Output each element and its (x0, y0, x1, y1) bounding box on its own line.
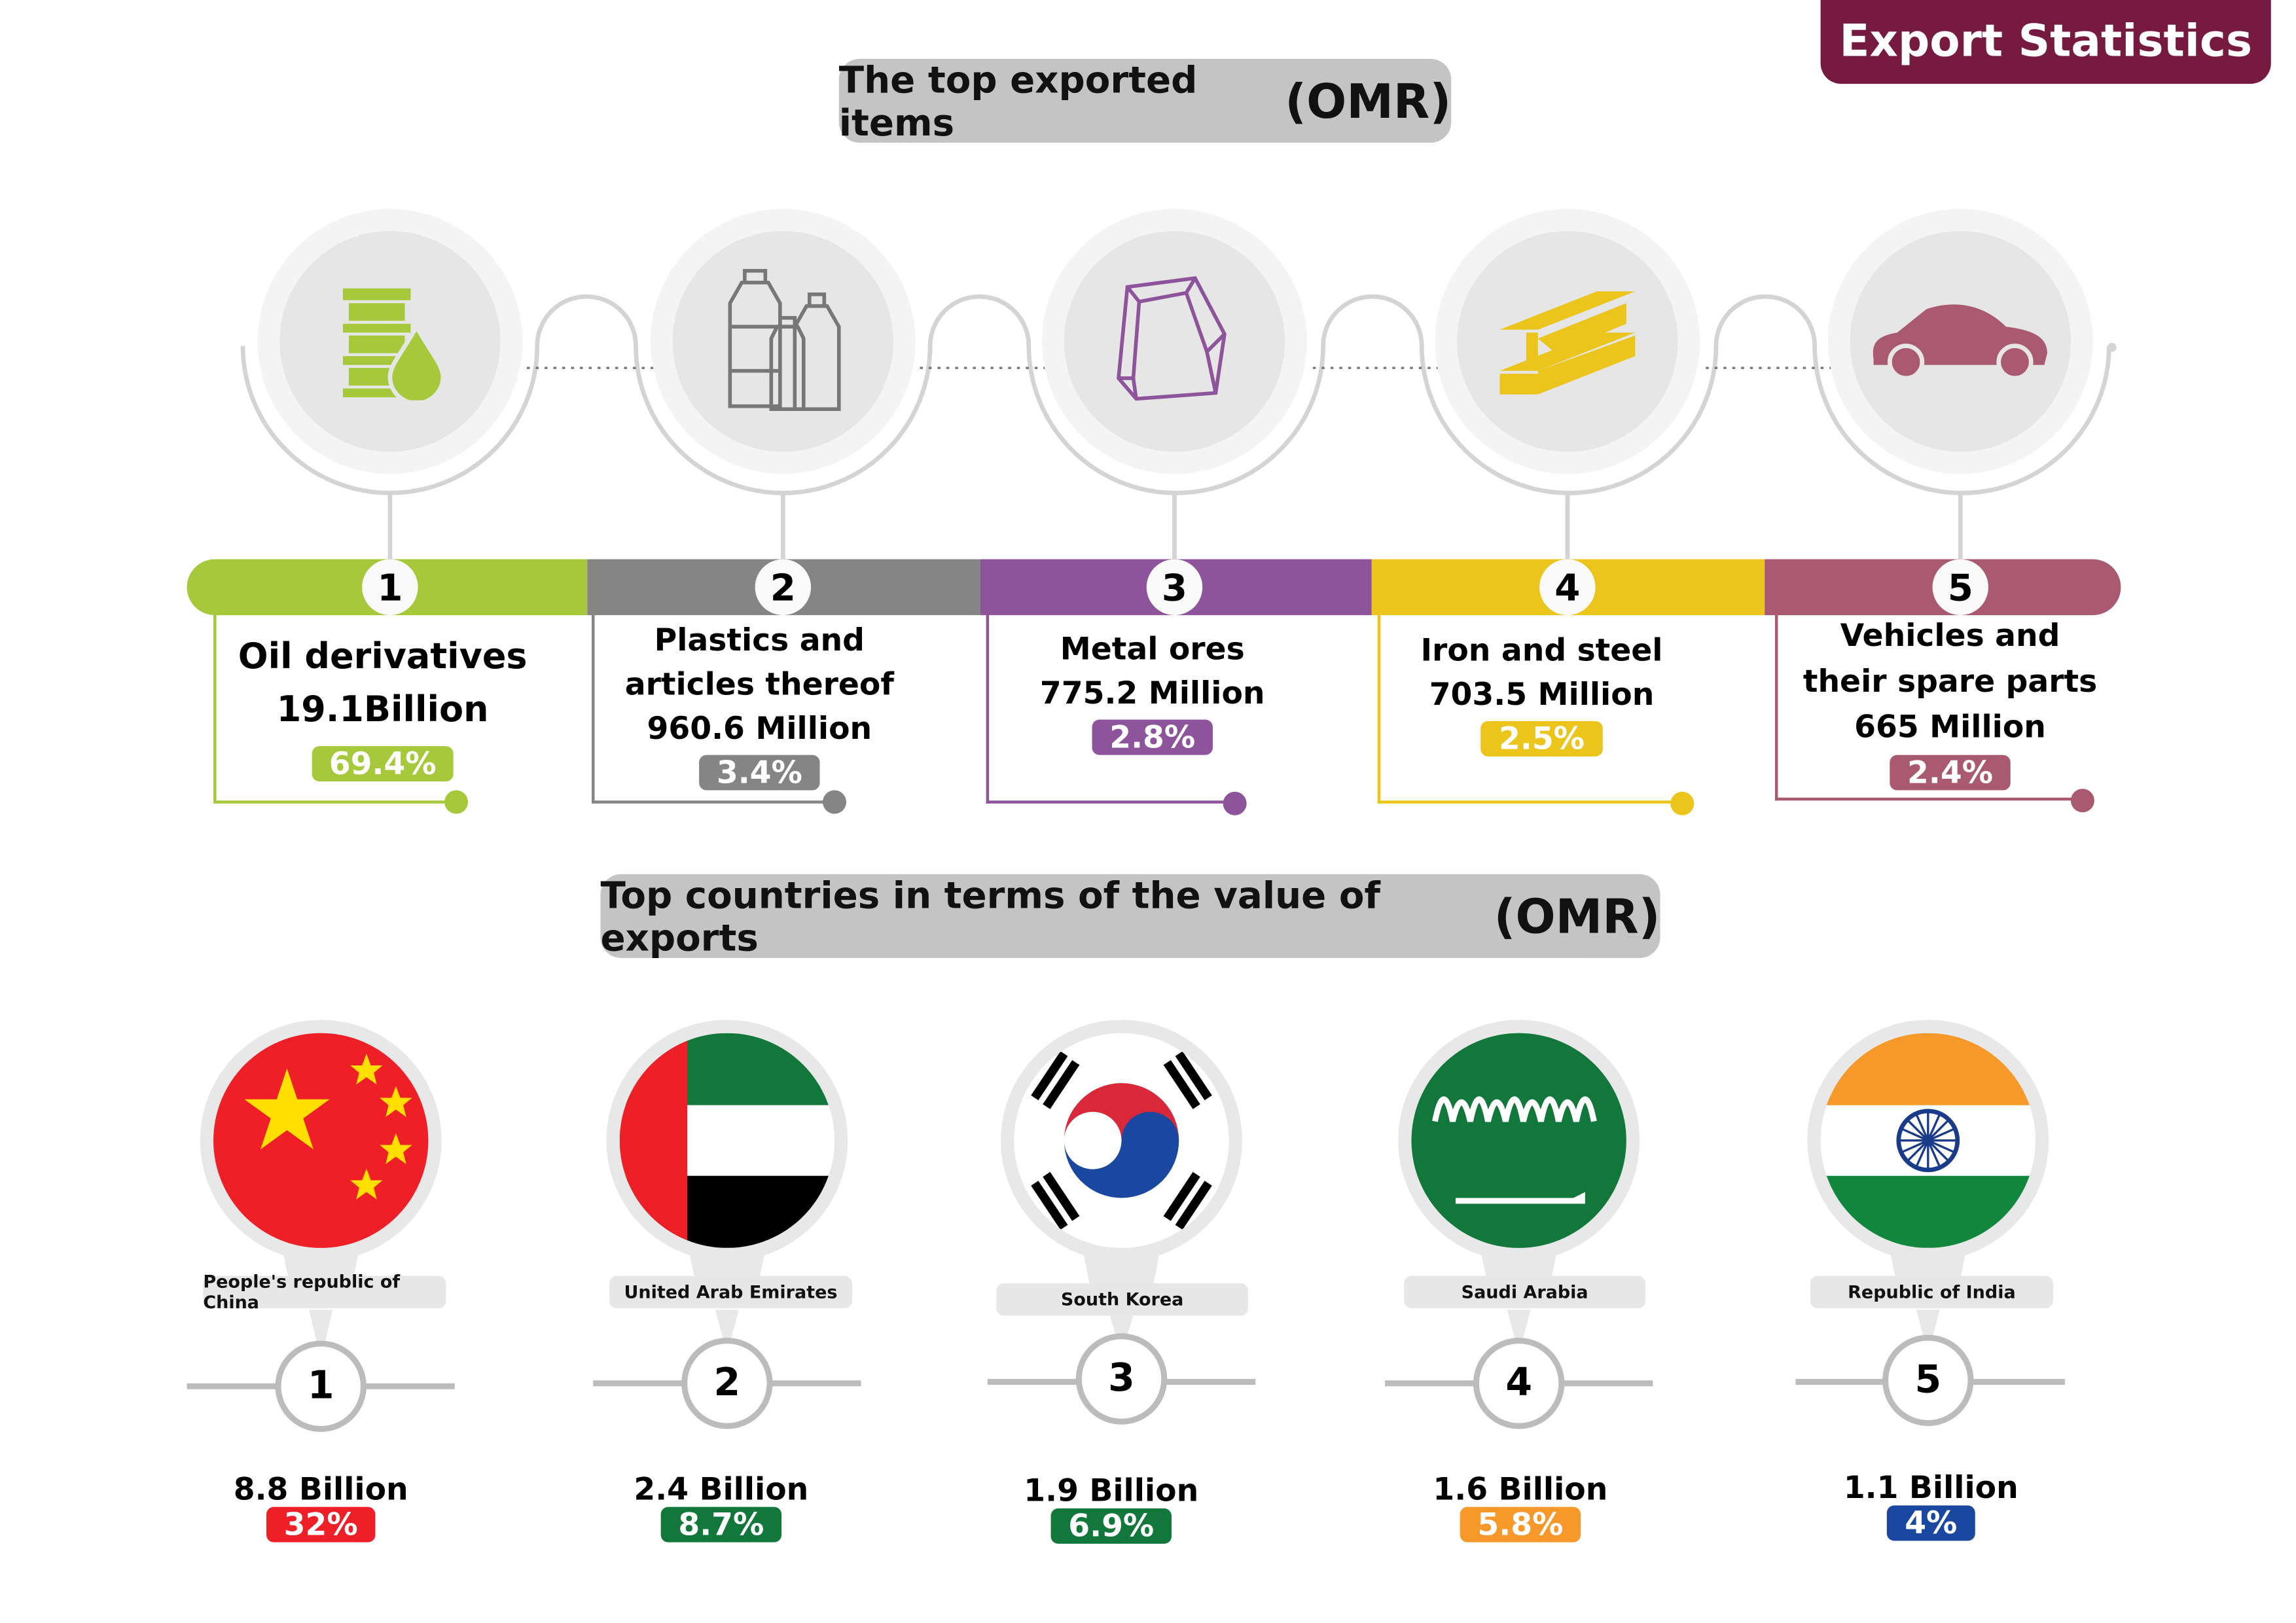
ore-rock-icon (1117, 276, 1227, 401)
country-percent: 8.7% (660, 1507, 782, 1543)
item-percent: 3.4% (698, 755, 820, 791)
item-value: 19.1Billion (276, 688, 489, 730)
unit-text: (OMR) (1494, 888, 1660, 944)
item-rank-3: 3 (1146, 559, 1203, 615)
country-rank-5: 5 (1882, 1334, 1974, 1426)
saudi-flag-icon (1432, 1096, 1597, 1204)
item-dot-3 (1223, 791, 1247, 815)
country-percent: 32% (266, 1507, 376, 1543)
country-label-4: Saudi Arabia (1404, 1275, 1646, 1309)
item-4-text: Iron and steel 703.5 Million 2.5% (1376, 628, 1708, 760)
south-korea-flag-icon (1031, 1051, 1212, 1230)
plastic-bottles-icon (728, 268, 841, 411)
china-flag-icon (244, 1054, 412, 1200)
country-rank-2: 2 (681, 1338, 773, 1429)
item-rank-4: 4 (1539, 559, 1596, 615)
item-value: 775.2 Million (1039, 675, 1265, 711)
china-flag-pin (200, 1020, 442, 1262)
item-frame-2 (591, 615, 838, 804)
steel-icon-circle (1435, 209, 1700, 474)
country-rank-4: 4 (1473, 1338, 1565, 1429)
item-rank-5: 5 (1932, 559, 1988, 615)
top-items-title: The top exported items (OMR) (838, 58, 1452, 144)
country-value: 1.1 Billion (1843, 1470, 2018, 1506)
country-percent: 4% (1887, 1505, 1975, 1541)
item-2-text: Plastics and articles thereof 960.6 Mill… (588, 618, 930, 794)
item-percent: 2.8% (1092, 719, 1213, 755)
item-frame-5 (1774, 615, 2085, 801)
item-name: Oil derivatives (238, 635, 528, 677)
item-value: 703.5 Million (1429, 677, 1655, 713)
country-rank-1: 1 (275, 1340, 367, 1432)
export-statistics-badge: Export Statistics (1820, 0, 2271, 84)
item-value: 960.6 Million (647, 711, 872, 747)
saudi-flag-pin (1398, 1020, 1640, 1262)
item-percent: 2.5% (1481, 721, 1602, 757)
country-rank-3: 3 (1075, 1333, 1168, 1425)
item-5-text: Vehicles and their spare parts 665 Milli… (1781, 614, 2119, 796)
item-dot-4 (1670, 791, 1695, 815)
steel-beam-icon (1499, 291, 1636, 395)
oil-barrel-icon (342, 288, 446, 401)
ore-icon-circle (1042, 209, 1307, 474)
uae-flag-icon (619, 1033, 835, 1248)
country-percent: 5.8% (1460, 1507, 1581, 1543)
country-label-3: South Korea (996, 1283, 1248, 1316)
item-frame-1 (213, 615, 459, 804)
item-rank-2: 2 (755, 559, 812, 615)
oil-icon-circle (257, 209, 523, 474)
item-value: 665 Million (1854, 709, 2046, 745)
unit-text: (OMR) (1285, 73, 1452, 129)
item-percent: 2.4% (1890, 755, 2011, 791)
item-frame-4 (1377, 615, 1684, 804)
south-korea-flag-pin (1001, 1020, 1242, 1262)
item-dot-5 (2070, 789, 2094, 813)
country-label-5: Republic of India (1810, 1275, 2053, 1309)
plastics-icon-circle (650, 209, 916, 474)
item-frame-3 (986, 615, 1236, 804)
item-name: Iron and steel (1420, 632, 1663, 668)
country-label-1: People's republic of China (203, 1272, 446, 1313)
item-name: Metal ores (1060, 631, 1245, 667)
item-name: Vehicles and their spare parts (1803, 618, 2098, 700)
item-dot-1 (444, 790, 469, 814)
connector-lines (240, 294, 2117, 560)
country-value: 1.9 Billion (1024, 1472, 1199, 1508)
item-dot-2 (823, 790, 847, 814)
uae-flag-pin (606, 1020, 848, 1262)
country-value: 1.6 Billion (1433, 1471, 1608, 1507)
item-3-text: Metal ores 775.2 Million 2.8% (983, 627, 1321, 759)
top-countries-title: Top countries in terms of the value of e… (600, 873, 1660, 959)
country-percent: 6.9% (1050, 1508, 1172, 1544)
item-name: Plastics and articles thereof (624, 622, 894, 702)
title-text: The top exported items (838, 58, 1198, 144)
car-icon (1873, 304, 2047, 381)
item-rank-1: 1 (362, 559, 418, 615)
country-value: 2.4 Billion (634, 1471, 809, 1507)
item-1-text: Oil derivatives 19.1Billion 69.4% (221, 630, 545, 789)
india-flag-pin (1807, 1020, 2049, 1262)
title-text: Top countries in terms of the value of e… (600, 873, 1380, 959)
item-percent: 69.4% (311, 746, 454, 782)
country-label-2: United Arab Emirates (609, 1275, 852, 1309)
country-value: 8.8 Billion (233, 1471, 408, 1507)
vehicles-icon-circle (1827, 209, 2093, 474)
india-flag-icon (1820, 1033, 2036, 1248)
